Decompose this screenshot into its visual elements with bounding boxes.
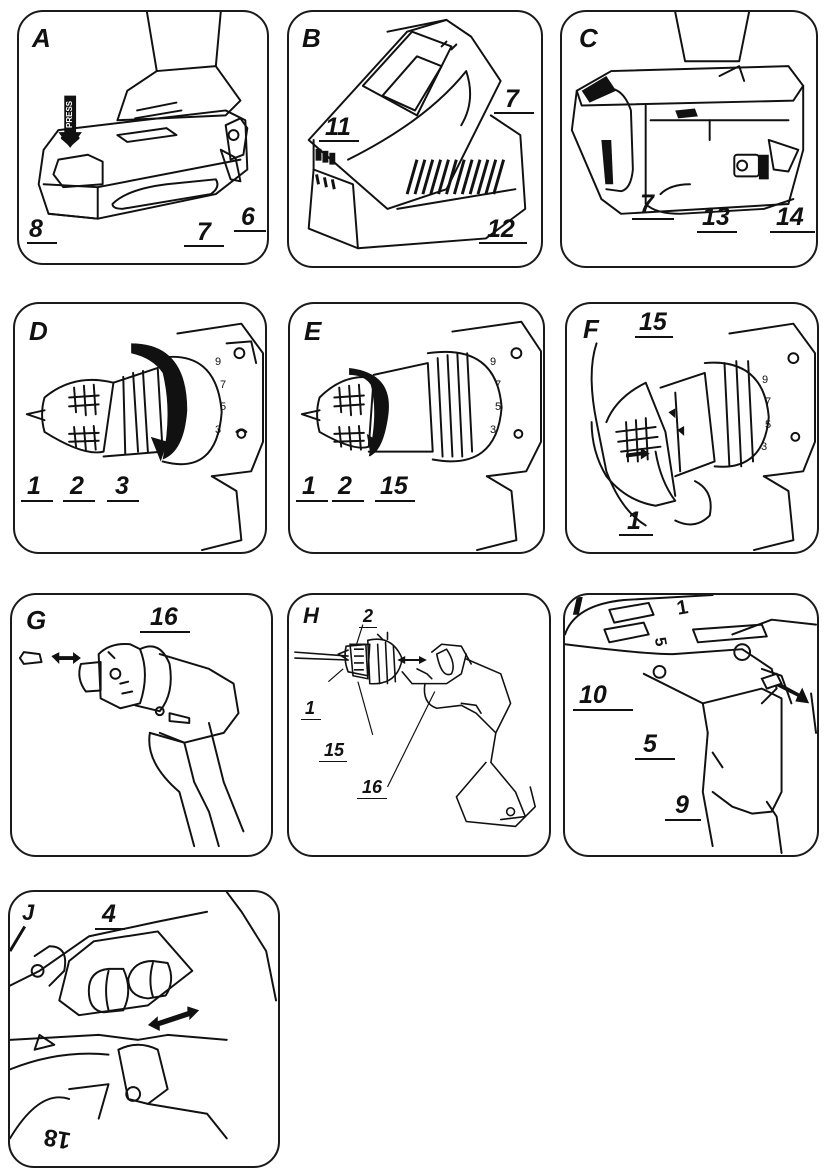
callout-8: 8 — [29, 215, 43, 243]
leader-line — [632, 218, 674, 220]
dial-mark: 5 — [495, 401, 502, 413]
dial-mark: 7 — [495, 379, 502, 391]
dial-mark: 7 — [765, 396, 772, 408]
panel-label: F — [583, 314, 599, 344]
screwdriver-bit-icon — [18, 642, 245, 848]
callout-11: 11 — [325, 113, 351, 141]
leader-line — [665, 819, 701, 821]
dial-mark: 3 — [215, 424, 222, 436]
panel-label: A — [32, 23, 51, 53]
leader-line — [296, 500, 328, 502]
panel-h: H 2 1 15 16 — [287, 593, 551, 857]
panel-label: H — [303, 603, 319, 628]
callout-1: 1 — [305, 698, 316, 718]
panel-label: C — [579, 23, 598, 53]
drill-chuck-icon — [300, 320, 542, 552]
leader-line — [573, 709, 633, 711]
callout-12: 12 — [487, 215, 515, 243]
charger-icon — [307, 18, 527, 250]
panel-g: G 16 — [10, 593, 273, 857]
dial-mark: 9 — [490, 356, 497, 368]
dial-mark: 18 — [41, 1122, 73, 1155]
leader-line — [95, 928, 125, 930]
callout-7: 7 — [505, 85, 519, 113]
panel-label: B — [302, 23, 321, 53]
leader-line — [494, 112, 534, 114]
panel-label: D — [29, 316, 48, 346]
dial-mark: 9 — [762, 374, 769, 386]
panel-i: 1 5 10 5 9 — [563, 593, 819, 857]
leader-line — [107, 500, 139, 502]
leader-line — [359, 627, 377, 628]
leader-line — [319, 140, 359, 142]
leader-line — [619, 534, 653, 536]
callout-1: 1 — [627, 507, 641, 535]
dial-mark: 5 — [220, 401, 227, 413]
callout-10: 10 — [579, 681, 607, 709]
callout-2: 2 — [70, 472, 84, 500]
leader-line — [140, 631, 190, 633]
callout-9: 9 — [675, 791, 689, 819]
leader-line — [697, 231, 737, 233]
callout-6: 6 — [241, 203, 255, 231]
battery-pack-icon — [37, 12, 249, 220]
callout-2: 2 — [363, 606, 374, 626]
leader-line — [21, 500, 53, 502]
panel-label: E — [304, 316, 322, 346]
drill-chuck-icon — [25, 322, 264, 552]
panel-c: C 7 13 14 — [560, 10, 818, 268]
panel-label: J — [22, 900, 35, 925]
leader-line — [479, 242, 527, 244]
leader-line — [301, 719, 321, 720]
leader-line — [184, 245, 224, 247]
leader-line — [357, 798, 387, 799]
leader-line — [27, 242, 57, 244]
callout-15: 15 — [380, 472, 408, 500]
leader-line — [319, 761, 347, 762]
callout-13: 13 — [702, 203, 730, 231]
press-label: PRESS — [65, 100, 74, 128]
panel-j: J 4 18 — [8, 890, 280, 1168]
leader-line — [635, 336, 673, 338]
panel-e: E 9 7 5 3 1 2 15 — [288, 302, 545, 554]
battery-pack-icon — [570, 12, 805, 215]
leader-line — [332, 500, 364, 502]
callout-4: 4 — [102, 900, 116, 928]
callout-7: 7 — [640, 190, 654, 218]
callout-1: 1 — [27, 472, 41, 500]
leader-line — [635, 758, 675, 760]
leader-line — [234, 230, 266, 232]
panel-label: G — [26, 605, 47, 635]
panel-b: B 11 7 12 — [287, 10, 543, 268]
panel-d: D 9 7 5 3 1 2 3 — [13, 302, 267, 554]
speed-switch-icon — [565, 595, 817, 854]
callout-16: 16 — [150, 603, 178, 631]
drill-chuck-icon — [590, 322, 816, 552]
callout-1: 1 — [302, 472, 316, 500]
speed-switch-icon — [10, 892, 278, 1140]
dial-mark: 9 — [215, 356, 222, 368]
leader-line — [63, 500, 95, 502]
callout-5: 5 — [643, 730, 657, 758]
callout-2: 2 — [338, 472, 352, 500]
callout-15: 15 — [324, 740, 345, 760]
dial-mark: 3 — [490, 424, 497, 436]
callout-7: 7 — [197, 218, 211, 246]
panel-a: A PRESS 8 7 6 — [17, 10, 269, 265]
panel-f: F 9 7 5 3 15 1 — [565, 302, 819, 554]
dial-mark: 5 — [765, 419, 772, 431]
dial-mark: 7 — [220, 379, 227, 391]
dial-mark: 3 — [761, 441, 768, 453]
leader-line — [770, 231, 815, 233]
callout-14: 14 — [776, 203, 804, 231]
leader-line — [375, 500, 415, 502]
callout-3: 3 — [115, 472, 129, 500]
callout-16: 16 — [362, 777, 383, 797]
drill-bit-icon — [294, 624, 536, 828]
callout-15: 15 — [639, 308, 667, 336]
